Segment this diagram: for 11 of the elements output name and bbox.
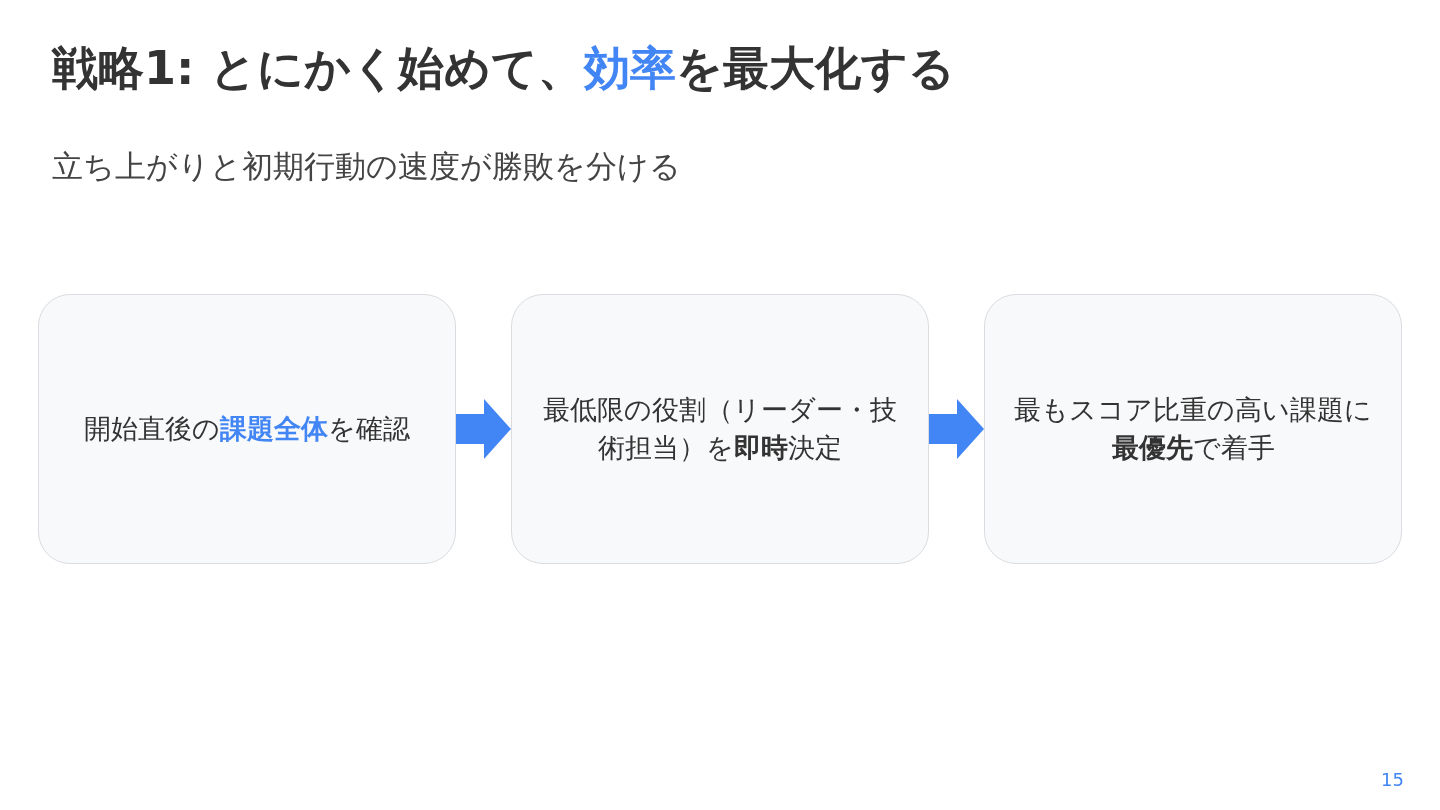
step-text: 最低限の役割（リーダー・技術担当）を即時決定 bbox=[542, 393, 898, 465]
slide-title: 戦略1: とにかく始めて、効率を最大化する bbox=[52, 40, 956, 97]
step-text: 開始直後の課題全体を確認 bbox=[84, 412, 410, 447]
slide-subtitle: 立ち上がりと初期行動の速度が勝敗を分ける bbox=[52, 147, 681, 186]
arrow bbox=[929, 399, 984, 459]
page-number: 15 bbox=[1381, 768, 1404, 792]
process-box bbox=[984, 294, 1402, 564]
process-box bbox=[38, 294, 456, 564]
arrow bbox=[456, 399, 511, 459]
process-box bbox=[511, 294, 929, 564]
step-text: 最もスコア比重の高い課題に最優先で着手 bbox=[1013, 393, 1373, 465]
